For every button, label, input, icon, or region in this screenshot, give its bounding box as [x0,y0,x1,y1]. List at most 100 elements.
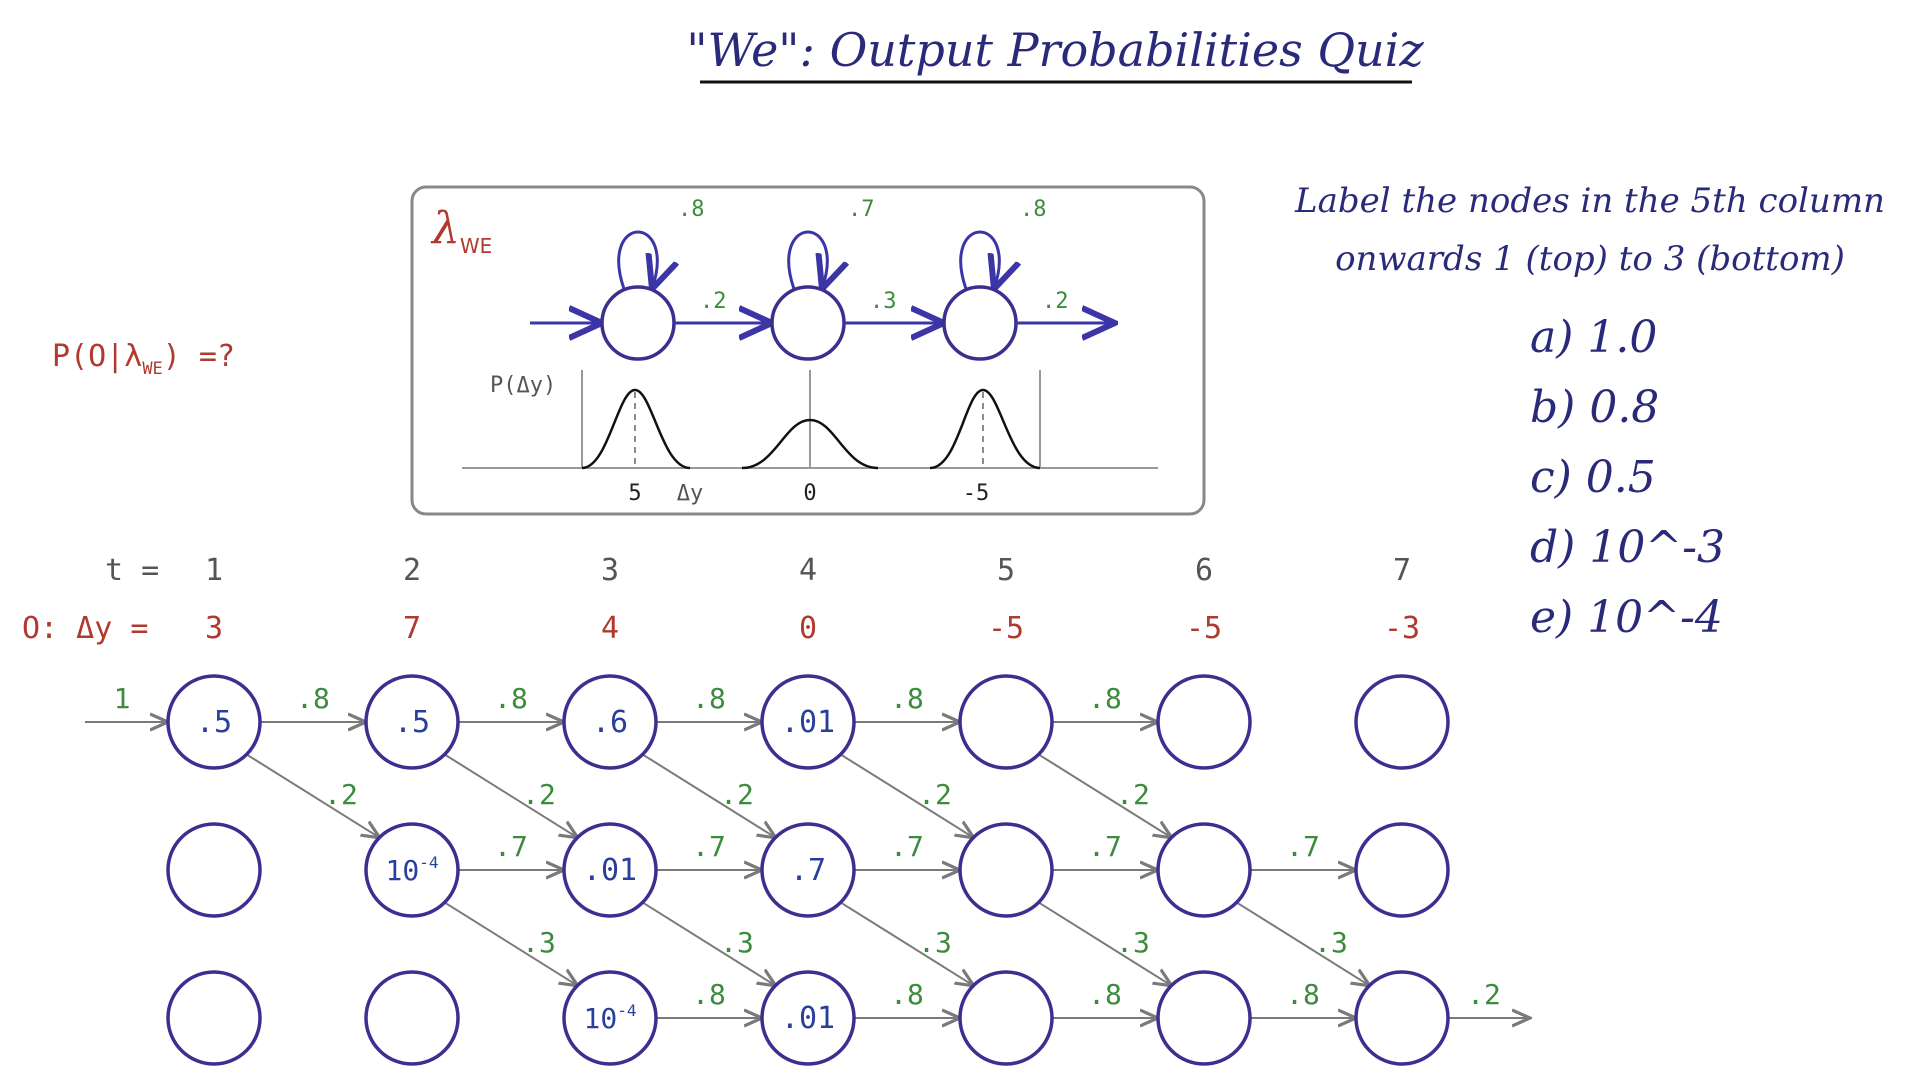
o-label: O: Δy = [22,611,148,646]
diag-edge-prob: .3 [1314,926,1348,959]
model-lambda-sub: WE [460,234,492,258]
trellis-node-r3-c6[interactable] [1156,970,1252,1066]
trellis-node-value: .6 [592,705,628,740]
svg-text:λWE: λWE [430,203,492,258]
trellis-node-value: .01 [781,1001,835,1036]
time-label: 6 [1195,553,1213,588]
diag-edge-prob: .3 [720,926,754,959]
diag-edge [1037,753,1172,838]
time-label: 7 [1393,553,1411,588]
trellis-node-r2-c3[interactable] [562,822,658,918]
self-edge-prob: .8 [890,682,924,715]
diag-edge [1235,901,1370,986]
self-edge-prob: .7 [890,830,924,863]
answer-options: a) 1.0 b) 0.8 c) 0.5 d) 10^-3 e) 10^-4 [1530,312,1725,643]
trellis-node-r2-c7[interactable] [1354,822,1450,918]
final-edge-prob: .2 [1467,978,1501,1011]
observation-label: -5 [988,611,1024,646]
diag-edge [443,901,578,986]
hmm-state [942,285,1018,361]
trellis-node-r2-c5[interactable] [958,822,1054,918]
self-edge-prob: .7 [1286,830,1320,863]
hmm-self-loop [787,230,828,289]
diag-edge-prob: .3 [918,926,952,959]
option-c[interactable]: c) 0.5 [1530,452,1656,503]
initial-edge-prob: 1 [114,682,131,715]
diag-edge-prob: .3 [522,926,556,959]
trellis-node-r1-c2[interactable] [364,674,460,770]
self-edge-prob: .8 [692,682,726,715]
pdf-mean-label-2: 0 [803,481,816,506]
diag-edge [245,753,380,838]
pdf-curve-3 [929,388,1041,470]
hmm-transition-prob: .2 [700,289,727,314]
trellis-node-r3-c3[interactable] [562,970,658,1066]
hmm-transition-prob: .3 [870,289,897,314]
trellis-node-r3-c7[interactable] [1354,970,1450,1066]
self-edge-prob: .7 [692,830,726,863]
option-b[interactable]: b) 0.8 [1530,382,1659,433]
option-e[interactable]: e) 10^-4 [1530,592,1723,643]
diag-edge [839,753,974,838]
trellis-node-r1-c4[interactable] [760,674,856,770]
trellis-node-value: .5 [196,705,232,740]
pdf-axis-label: Δy [677,481,704,506]
observation-label: 7 [403,611,421,646]
trellis-node-value: .01 [583,853,637,888]
instruction-line-2: onwards 1 (top) to 3 (bottom) [1335,239,1845,279]
trellis-node-r2-c6[interactable] [1156,822,1252,918]
trellis-node-r3-c5[interactable] [958,970,1054,1066]
trellis-node-r1-c1[interactable] [166,674,262,770]
self-edge-prob: .8 [296,682,330,715]
diag-edge-prob: .2 [1116,778,1150,811]
question-main: P(O|λ [52,339,142,374]
observation-label: -5 [1186,611,1222,646]
diag-edge-prob: .3 [1116,926,1150,959]
observation-label: 3 [205,611,223,646]
option-d[interactable]: d) 10^-3 [1530,522,1725,573]
trellis-node-r1-c3[interactable] [562,674,658,770]
trellis-node-value: 10-4 [386,853,439,887]
time-label: 3 [601,553,619,588]
trellis-node-r3-c4[interactable] [760,970,856,1066]
time-label: 5 [997,553,1015,588]
trellis-node-r1-c7[interactable] [1354,674,1450,770]
trellis-node-r3-c2[interactable] [364,970,460,1066]
option-a[interactable]: a) 1.0 [1530,312,1657,363]
hmm-transition-prob: .2 [1042,289,1069,314]
pdf-mean-label-3: -5 [963,481,990,506]
hmm-model-box: λWE .8.2.7.3.8.2 P(Δy) 5 0 -5 Δy [410,185,1206,516]
pdf-label: P(Δy) [490,373,556,398]
hmm-self-prob: .7 [848,197,875,222]
hmm-self-loop [617,230,658,289]
diag-edge-prob: .2 [522,778,556,811]
instruction-line-1: Label the nodes in the 5th column [1294,181,1885,221]
hmm-state [600,285,676,361]
time-label: 1 [205,553,223,588]
pdf-curve-1 [581,388,691,470]
diag-edge [443,753,578,838]
trellis-node-r2-c2[interactable] [364,822,460,918]
diag-edge [1037,901,1172,986]
observation-label: 4 [601,611,619,646]
trellis-node-r3-c1[interactable] [166,970,262,1066]
self-edge-prob: .7 [494,830,528,863]
self-edge-prob: .8 [494,682,528,715]
hmm-self-loop [959,230,1000,289]
pdf-mean-label-1: 5 [628,481,641,506]
trellis-node-r1-c5[interactable] [958,674,1054,770]
trellis-node-value: 10-4 [584,1001,637,1035]
time-label: 4 [799,553,817,588]
question: P(O|λWE) =? [52,339,235,379]
diag-edge [839,901,974,986]
hmm-self-prob: .8 [678,197,705,222]
trellis-node-r1-c6[interactable] [1156,674,1252,770]
trellis-node-r2-c4[interactable] [760,822,856,918]
question-tail: ) =? [163,339,235,374]
time-label: 2 [403,553,421,588]
trellis-node-r2-c1[interactable] [166,822,262,918]
self-edge-prob: .8 [1088,682,1122,715]
question-sub: WE [142,359,162,379]
observation-label: 0 [799,611,817,646]
